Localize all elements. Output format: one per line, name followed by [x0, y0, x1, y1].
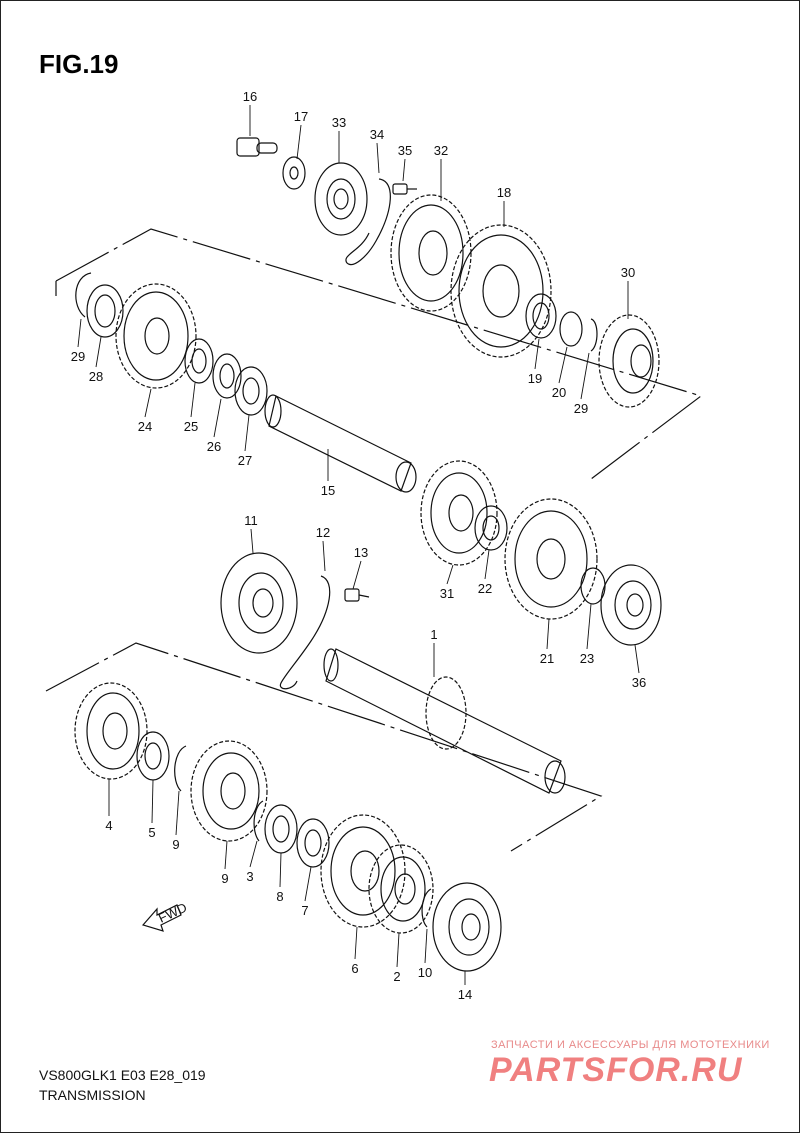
part-12-retainer [279, 575, 331, 690]
part-29-circlip-left [75, 272, 92, 318]
part-8-washer [264, 804, 298, 854]
callout-25: 25 [184, 419, 198, 434]
part-26-washer [212, 353, 242, 399]
callout-26: 26 [207, 439, 221, 454]
callout-11: 11 [244, 513, 258, 528]
part-17-washer [282, 156, 306, 190]
part-7-bushing [296, 818, 330, 868]
part-15-countershaft [264, 394, 417, 493]
part-14-bearing [432, 882, 502, 972]
callout-34: 34 [370, 127, 384, 142]
callout-19: 19 [528, 371, 542, 386]
callout-23: 23 [580, 651, 594, 666]
callout-8: 8 [276, 889, 283, 904]
part-21-gear [504, 498, 598, 620]
part-29-circlip-right [590, 318, 598, 352]
callout-labels: 16 17 33 34 35 32 18 30 29 28 24 25 26 2… [71, 89, 646, 1002]
callout-6: 6 [351, 961, 358, 976]
lower-frame [45, 642, 603, 852]
callout-31: 31 [440, 586, 454, 601]
leader-lines [77, 105, 640, 985]
fwd-label: FWD [156, 900, 189, 926]
part-20-washer [559, 311, 583, 347]
callout-32: 32 [434, 143, 448, 158]
callout-29-left: 29 [71, 349, 85, 364]
callout-24: 24 [138, 419, 152, 434]
part-11-bearing [220, 552, 298, 654]
part-4-gear [74, 682, 148, 780]
part-16-bolt [236, 137, 278, 157]
part-32-gear [390, 194, 472, 312]
part-1-mainshaft [323, 648, 566, 794]
callout-9-b: 9 [221, 871, 228, 886]
part-18-gear [450, 224, 552, 358]
upper-frame [55, 228, 703, 480]
part-33-bearing [314, 162, 368, 236]
callout-29-right: 29 [574, 401, 588, 416]
callout-22: 22 [478, 581, 492, 596]
part-34-retainer [345, 178, 391, 266]
figure-title: FIG.19 [39, 49, 119, 79]
part-31-gear [420, 460, 498, 566]
callout-5: 5 [148, 825, 155, 840]
callout-16: 16 [243, 89, 257, 104]
part-10-circlip [421, 888, 432, 928]
part-19-bushing [525, 293, 557, 339]
part-9-circlip-a [174, 745, 187, 792]
callout-10: 10 [418, 965, 432, 980]
callout-12: 12 [316, 525, 330, 540]
callout-4: 4 [105, 818, 112, 833]
callout-3: 3 [246, 869, 253, 884]
callout-18: 18 [497, 185, 511, 200]
model-code: VS800GLK1 E03 E28_019 [39, 1067, 206, 1083]
watermark-logo: PARTSFOR.RU [489, 1051, 743, 1089]
callout-36: 36 [632, 675, 646, 690]
callout-15: 15 [321, 483, 335, 498]
part-25-bushing [184, 338, 214, 384]
callout-30: 30 [621, 265, 635, 280]
part-22-bushing [474, 505, 508, 551]
part-24-gear [115, 283, 197, 389]
callout-27: 27 [238, 453, 252, 468]
callout-21: 21 [540, 651, 554, 666]
section-name: TRANSMISSION [39, 1087, 146, 1103]
part-6-gear [320, 814, 406, 928]
callout-33: 33 [332, 115, 346, 130]
part-28-washer [86, 284, 124, 338]
part-30-gear [598, 314, 660, 408]
watermark-tagline: ЗАПЧАСТИ И АКСЕССУАРЫ ДЛЯ МОТОТЕХНИКИ [491, 1039, 770, 1051]
callout-2: 2 [393, 969, 400, 984]
callout-14: 14 [458, 987, 472, 1002]
callout-17: 17 [294, 109, 308, 124]
part-9-gear [190, 740, 268, 842]
part-27-washer [234, 366, 268, 416]
part-3-circlip [253, 800, 264, 842]
callout-35: 35 [398, 143, 412, 158]
callout-7: 7 [301, 903, 308, 918]
callout-9-a: 9 [172, 837, 179, 852]
part-13-screw [344, 588, 370, 602]
callout-1: 1 [430, 627, 437, 642]
part-2-gear [368, 844, 434, 934]
part-35-screw [392, 183, 417, 195]
fwd-arrow-icon [141, 904, 182, 932]
callout-20: 20 [552, 385, 566, 400]
callout-13: 13 [354, 545, 368, 560]
part-36-bearing [600, 564, 662, 646]
callout-28: 28 [89, 369, 103, 384]
